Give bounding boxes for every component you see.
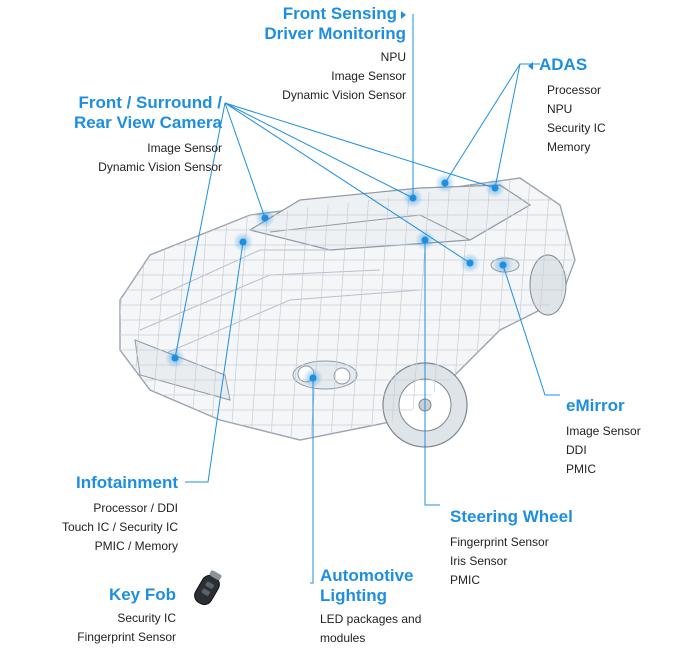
front-sensing-item: Image Sensor (331, 69, 406, 83)
automotive-lighting-group: Automotive Lighting LED packages and mod… (320, 566, 460, 648)
camera-group: Front / Surround / Rear View Camera Imag… (20, 93, 222, 177)
hotspot-camera-1 (261, 214, 269, 222)
hotspot-emirror (499, 261, 507, 269)
adas-item: NPU (547, 102, 573, 116)
adas-title: ADAS (539, 55, 588, 74)
hotspot-lighting (309, 374, 317, 382)
hotspot-adas-1 (441, 179, 449, 187)
leader-camera-4 (224, 102, 496, 189)
leader-infotainment (185, 241, 244, 483)
front-sensing-title: Front Sensing Driver Monitoring (198, 4, 406, 44)
adas-item: Security IC (547, 121, 606, 135)
steering-item: PMIC (450, 573, 480, 587)
front-sensing-item: Dynamic Vision Sensor (282, 88, 406, 102)
leader-camera-1 (224, 102, 266, 219)
hotspot-camera-mirror (466, 259, 474, 267)
camera-item: Dynamic Vision Sensor (98, 160, 222, 174)
leader-steering (424, 240, 440, 506)
adas-item: Processor (547, 83, 602, 97)
adas-group: ADAS Processor NPU Security IC Memory (528, 55, 668, 157)
leader-adas-1 (444, 63, 540, 184)
hotspot-steering (421, 236, 429, 244)
steering-title: Steering Wheel (450, 507, 573, 526)
emirror-title: eMirror (566, 396, 625, 415)
leader-emirror (502, 264, 560, 396)
lighting-item: LED packages and (320, 612, 422, 626)
leader-adas-2 (494, 63, 540, 189)
keyfob-title: Key Fob (108, 585, 176, 604)
hotspot-infotainment (239, 238, 247, 246)
infotainment-item: Processor / DDI (93, 501, 178, 515)
camera-title-line2: Rear View Camera (73, 113, 222, 132)
hotspot-adas-2 (491, 184, 499, 192)
steering-wheel-group: Steering Wheel Fingerprint Sensor Iris S… (450, 507, 620, 590)
infotainment-item: PMIC / Memory (94, 539, 178, 553)
leader-camera-5 (224, 102, 414, 199)
key-fob-group: Key Fob Security IC Fingerprint Sensor (40, 585, 176, 647)
emirror-item: Image Sensor (566, 424, 641, 438)
front-sensing-group: Front Sensing Driver Monitoring NPU Imag… (198, 4, 406, 105)
arrow-left-icon (528, 61, 533, 70)
arrow-right-icon (401, 10, 406, 19)
infotainment-title: Infotainment (76, 473, 178, 492)
emirror-item: PMIC (566, 462, 596, 476)
infotainment-item: Touch IC / Security IC (61, 520, 178, 534)
leader-camera-2 (174, 102, 226, 359)
steering-item: Fingerprint Sensor (450, 535, 549, 549)
hotspot-front-sensing (409, 194, 417, 202)
keyfob-item: Fingerprint Sensor (77, 630, 176, 644)
front-sensing-title-line1: Front Sensing (282, 4, 397, 23)
hotspots (165, 173, 513, 388)
hotspot-camera-front (171, 354, 179, 362)
lighting-title-line1: Automotive (320, 566, 414, 585)
leader-lines (174, 14, 560, 584)
camera-title-line1: Front / Surround / (78, 93, 222, 112)
lighting-title-line2: Lighting (320, 586, 388, 605)
keyfob-item: Security IC (117, 611, 176, 625)
emirror-group: eMirror Image Sensor DDI PMIC (566, 396, 676, 479)
car-body (119, 177, 576, 448)
infotainment-group: Infotainment Processor / DDI Touch IC / … (20, 473, 178, 556)
key-fob-icon (194, 570, 222, 606)
camera-item: Image Sensor (147, 141, 222, 155)
steering-item: Iris Sensor (450, 554, 508, 568)
leader-lighting (310, 378, 314, 584)
adas-item: Memory (547, 140, 591, 154)
lighting-item: modules (320, 631, 366, 645)
front-sensing-item: NPU (380, 50, 406, 64)
emirror-item: DDI (566, 443, 587, 457)
front-sensing-title-line2: Driver Monitoring (264, 24, 406, 43)
